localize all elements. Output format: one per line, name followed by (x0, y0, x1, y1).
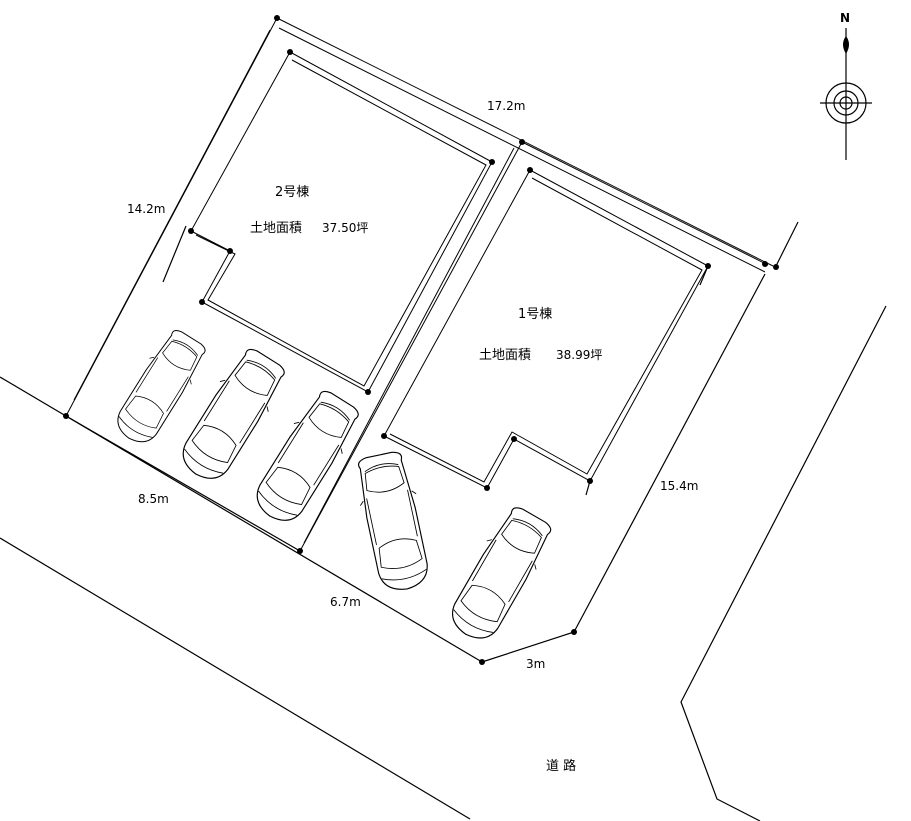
road-label: 道 路 (546, 758, 576, 774)
dim-left: 14.2m (127, 202, 165, 216)
road-lines (0, 305, 887, 821)
building-1-area-label: 土地面積 (479, 348, 531, 363)
dim-front-mid: 6.7m (330, 595, 361, 609)
dim-front-right: 3m (526, 657, 545, 671)
building-2-area-value: 37.50坪 (322, 221, 368, 235)
north-compass: N (820, 11, 872, 160)
building-2-name: 2号棟 (275, 185, 309, 200)
dim-front-left: 8.5m (138, 492, 169, 506)
lot-boundary (65, 17, 799, 663)
dim-top: 17.2m (487, 99, 525, 113)
dim-right: 15.4m (660, 479, 698, 493)
corner-markers (63, 15, 779, 665)
car-4 (350, 448, 436, 596)
building-2-area-label: 土地面積 (250, 221, 302, 236)
north-arrow-icon (843, 36, 849, 54)
compass-label: N (840, 11, 850, 25)
car-5 (440, 500, 560, 650)
building-1-area-value: 38.99坪 (556, 348, 602, 362)
building-1-name: 1号棟 (518, 307, 552, 322)
